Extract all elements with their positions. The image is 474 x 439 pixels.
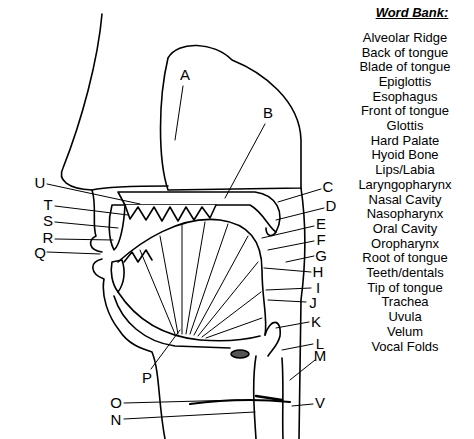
word-bank-term: Nasal Cavity <box>369 193 442 207</box>
callout-letter: G <box>315 248 327 265</box>
callout-letter: K <box>311 314 321 331</box>
chin-neck-profile <box>93 259 165 439</box>
callout-letter: N <box>111 412 122 429</box>
callout-letter: C <box>323 179 334 196</box>
word-bank-term: Nasopharynx <box>367 207 444 221</box>
callout-letter: H <box>313 264 324 281</box>
callout-letter: U <box>35 175 46 192</box>
word-bank-term: Hard Palate <box>371 134 440 148</box>
callout-letter: M <box>314 348 327 365</box>
word-bank-term: Back of tongue <box>362 46 449 60</box>
callout-letter: F <box>316 232 325 249</box>
word-bank-term: Blade of tongue <box>359 60 450 74</box>
word-bank-term: Glottis <box>387 119 424 133</box>
callout-letter: A <box>180 67 190 84</box>
lower-teeth <box>124 250 152 262</box>
word-bank-term: Velum <box>387 325 423 339</box>
nasal-cavity <box>161 45 302 190</box>
word-bank-term: Tip of tongue <box>367 281 442 295</box>
word-bank-heading: Word Bank: <box>376 6 449 20</box>
word-bank-term: Root of tongue <box>362 251 447 265</box>
word-bank-term: Vocal Folds <box>371 340 438 354</box>
word-bank-term: Oropharynx <box>371 237 439 251</box>
callout-letter: E <box>316 216 326 233</box>
word-bank-term: Hyoid Bone <box>371 148 438 162</box>
callout-letter: J <box>309 295 317 312</box>
word-bank-term: Teeth/dentals <box>366 266 443 280</box>
word-bank-term: Front of tongue <box>361 104 449 118</box>
trachea-front <box>254 356 256 439</box>
word-bank-term: Trachea <box>381 295 428 309</box>
word-bank-term: Epiglottis <box>379 75 432 89</box>
word-bank-term: Laryngopharynx <box>358 178 451 192</box>
tongue-fibres <box>140 222 262 338</box>
callout-letter: O <box>110 395 122 412</box>
callout-letter: T <box>43 197 52 214</box>
trachea-back <box>282 358 283 439</box>
hyoid-bone <box>231 350 249 358</box>
lower-incisor <box>111 260 124 292</box>
upper-teeth <box>125 205 216 221</box>
callout-letter: P <box>142 370 152 387</box>
word-bank-term: Alveolar Ridge <box>363 31 448 45</box>
callout-letter: Q <box>34 245 46 262</box>
hard-palate <box>118 192 280 232</box>
uvula <box>266 228 276 235</box>
word-bank-term: Uvula <box>388 310 421 324</box>
callout-letter: S <box>43 213 53 230</box>
nasal-passage <box>92 186 168 190</box>
callout-letter: R <box>43 230 54 247</box>
word-bank-term: Oral Cavity <box>373 222 437 236</box>
word-bank-term: Esophagus <box>372 90 437 104</box>
face-profile <box>61 14 102 252</box>
leader-lines <box>47 86 324 419</box>
callout-letter: V <box>315 395 325 412</box>
pharynx-wall <box>299 188 305 439</box>
word-bank-term: Lips/Labia <box>375 163 434 177</box>
callout-letter: B <box>263 105 273 122</box>
callout-letter: D <box>326 198 337 215</box>
